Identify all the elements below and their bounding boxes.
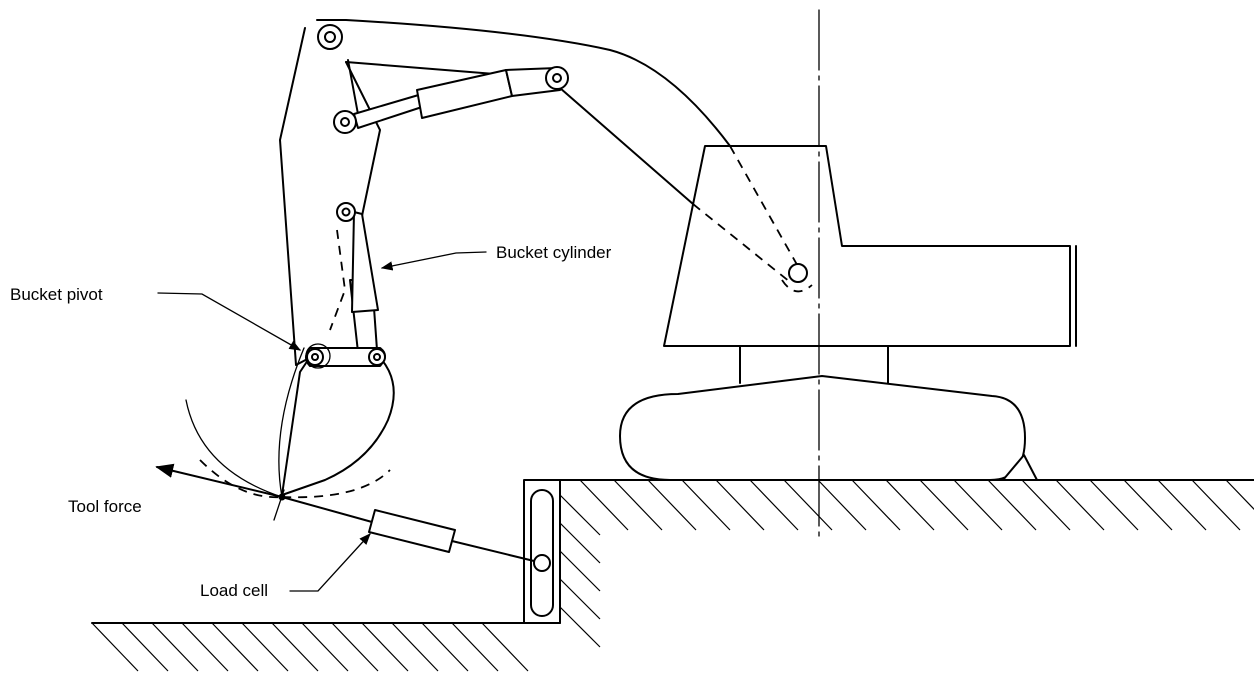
hatch-line [559,550,601,592]
hatch-line [241,622,289,672]
ground-hatching-upper [579,479,1254,531]
hatch-line [151,622,199,672]
hatch-line [361,622,409,672]
hatch-line [391,622,439,672]
hatch-line [331,622,379,672]
hatch-line [181,622,229,672]
hatch-line [1191,479,1241,531]
hatch-line [559,494,601,536]
hatch-line [421,622,469,672]
hatch-line [613,479,663,531]
hatch-line [749,479,799,531]
hatch-line [987,479,1037,531]
hatch-line [953,479,1003,531]
load-cell [368,509,456,553]
label-bucket-pivot: Bucket pivot [10,285,103,304]
hatch-line [1055,479,1105,531]
hatch-line [271,622,319,672]
hatch-line [817,479,867,531]
label-bucket-cylinder: Bucket cylinder [496,243,612,262]
hatch-line [783,479,833,531]
crawler-track [619,375,1038,481]
hatch-line [559,606,601,648]
hatch-line [559,522,601,564]
hatch-line [579,479,629,531]
hatch-line [481,622,529,672]
hatch-line [1225,479,1254,511]
boom [316,19,813,293]
leader-load-cell [289,533,371,592]
bucket-swing-arcs [185,347,391,499]
ground-hatching-wall [559,494,601,648]
label-tool-force: Tool force [68,497,142,516]
hatch-line [919,479,969,531]
hatch-line [885,479,935,531]
hatch-line [211,622,259,672]
hatch-line [1157,479,1207,531]
ground [91,479,1254,672]
excavator-body [663,145,1077,384]
hatch-line [1089,479,1139,531]
hatch-line [715,479,765,531]
stick-cylinder [333,66,569,134]
bucket [281,343,395,496]
hatch-line [851,479,901,531]
hatch-line [91,622,139,672]
ground-hatching-lower [91,622,529,672]
hatch-line [559,578,601,620]
anchor-slot [523,479,561,624]
hatch-line [1123,479,1173,531]
hatch-line [647,479,697,531]
bucket-cylinder [329,202,379,353]
hatch-line [451,622,499,672]
hatch-line [1021,479,1071,531]
label-load-cell: Load cell [200,581,268,600]
tool-force-line [155,463,535,562]
hatch-line [681,479,731,531]
hatch-line [121,622,169,672]
hatch-line [301,622,349,672]
leader-bucket-cylinder [380,251,487,271]
leader-bucket-pivot [157,292,302,351]
